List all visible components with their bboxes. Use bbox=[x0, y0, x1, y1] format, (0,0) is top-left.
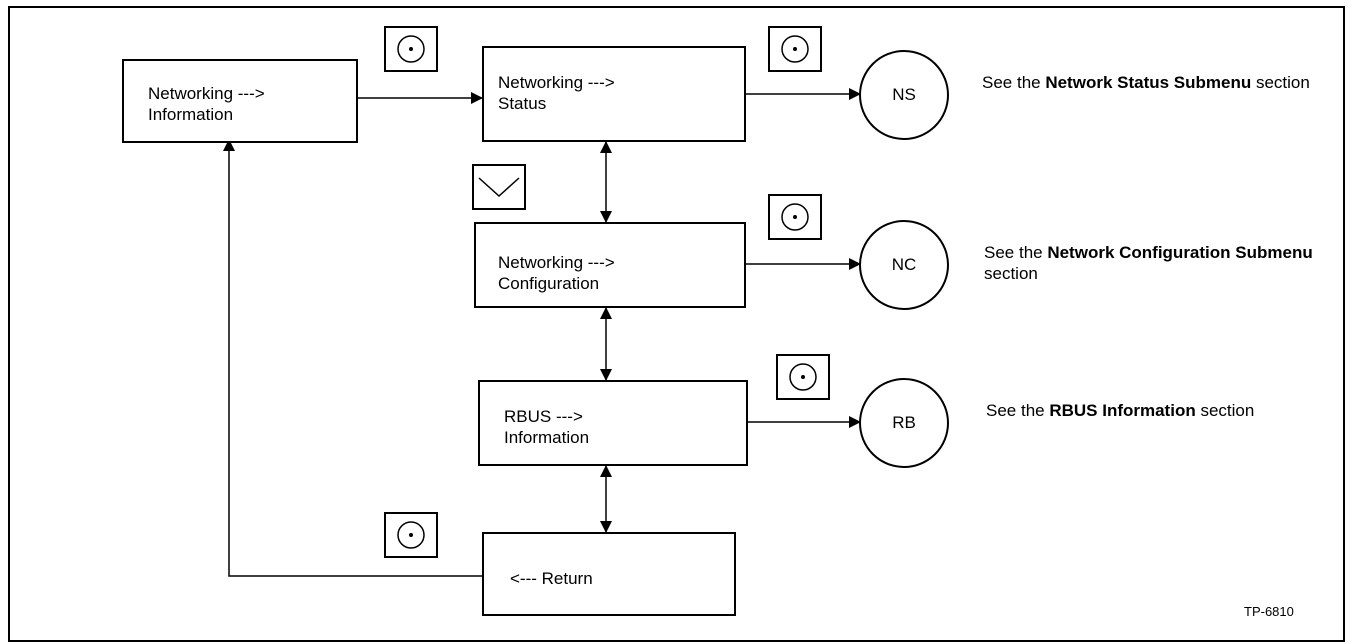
down-arrow-button-icon bbox=[472, 164, 526, 210]
nc-note-pre: See the bbox=[984, 243, 1048, 262]
nc-note: See the Network Configuration Submenu se… bbox=[984, 242, 1314, 284]
networking-status-box: Networking ---> Status bbox=[482, 46, 746, 142]
rb-note-post: section bbox=[1195, 401, 1255, 420]
select-button-icon bbox=[384, 26, 438, 72]
select-button-icon bbox=[768, 194, 822, 240]
select-button-icon bbox=[384, 512, 438, 558]
nc-circle: NC bbox=[859, 220, 949, 310]
arrow-return-to-info bbox=[223, 139, 482, 577]
return-label: <--- Return bbox=[510, 569, 593, 588]
rb-note-pre: See the bbox=[986, 401, 1050, 420]
rb-note: See the RBUS Information section bbox=[986, 400, 1336, 421]
rb-note-bold: RBUS Information bbox=[1049, 401, 1196, 420]
return-box: <--- Return bbox=[482, 532, 736, 616]
nc-note-post: section bbox=[984, 264, 1038, 283]
figure-id: TP-6810 bbox=[1244, 604, 1294, 619]
networking-configuration-label: Networking ---> Configuration bbox=[498, 253, 615, 293]
rbus-information-label: RBUS ---> Information bbox=[504, 407, 590, 447]
networking-configuration-box: Networking ---> Configuration bbox=[474, 222, 746, 308]
rb-circle: RB bbox=[859, 378, 949, 468]
ns-note-pre: See the bbox=[982, 73, 1046, 92]
ns-note: See the Network Status Submenu section bbox=[982, 72, 1317, 93]
nc-note-bold: Network Configuration Submenu bbox=[1047, 243, 1313, 262]
diagram-frame bbox=[8, 6, 1345, 642]
networking-status-label: Networking ---> Status bbox=[498, 73, 615, 113]
select-button-icon bbox=[776, 354, 830, 400]
ns-note-post: section bbox=[1251, 73, 1310, 92]
networking-information-label: Networking ---> Information bbox=[148, 84, 265, 124]
select-button-icon bbox=[768, 26, 822, 72]
ns-circle: NS bbox=[859, 50, 949, 140]
ns-note-bold: Network Status Submenu bbox=[1045, 73, 1252, 92]
networking-information-box: Networking ---> Information bbox=[122, 59, 358, 143]
rbus-information-box: RBUS ---> Information bbox=[478, 380, 748, 466]
